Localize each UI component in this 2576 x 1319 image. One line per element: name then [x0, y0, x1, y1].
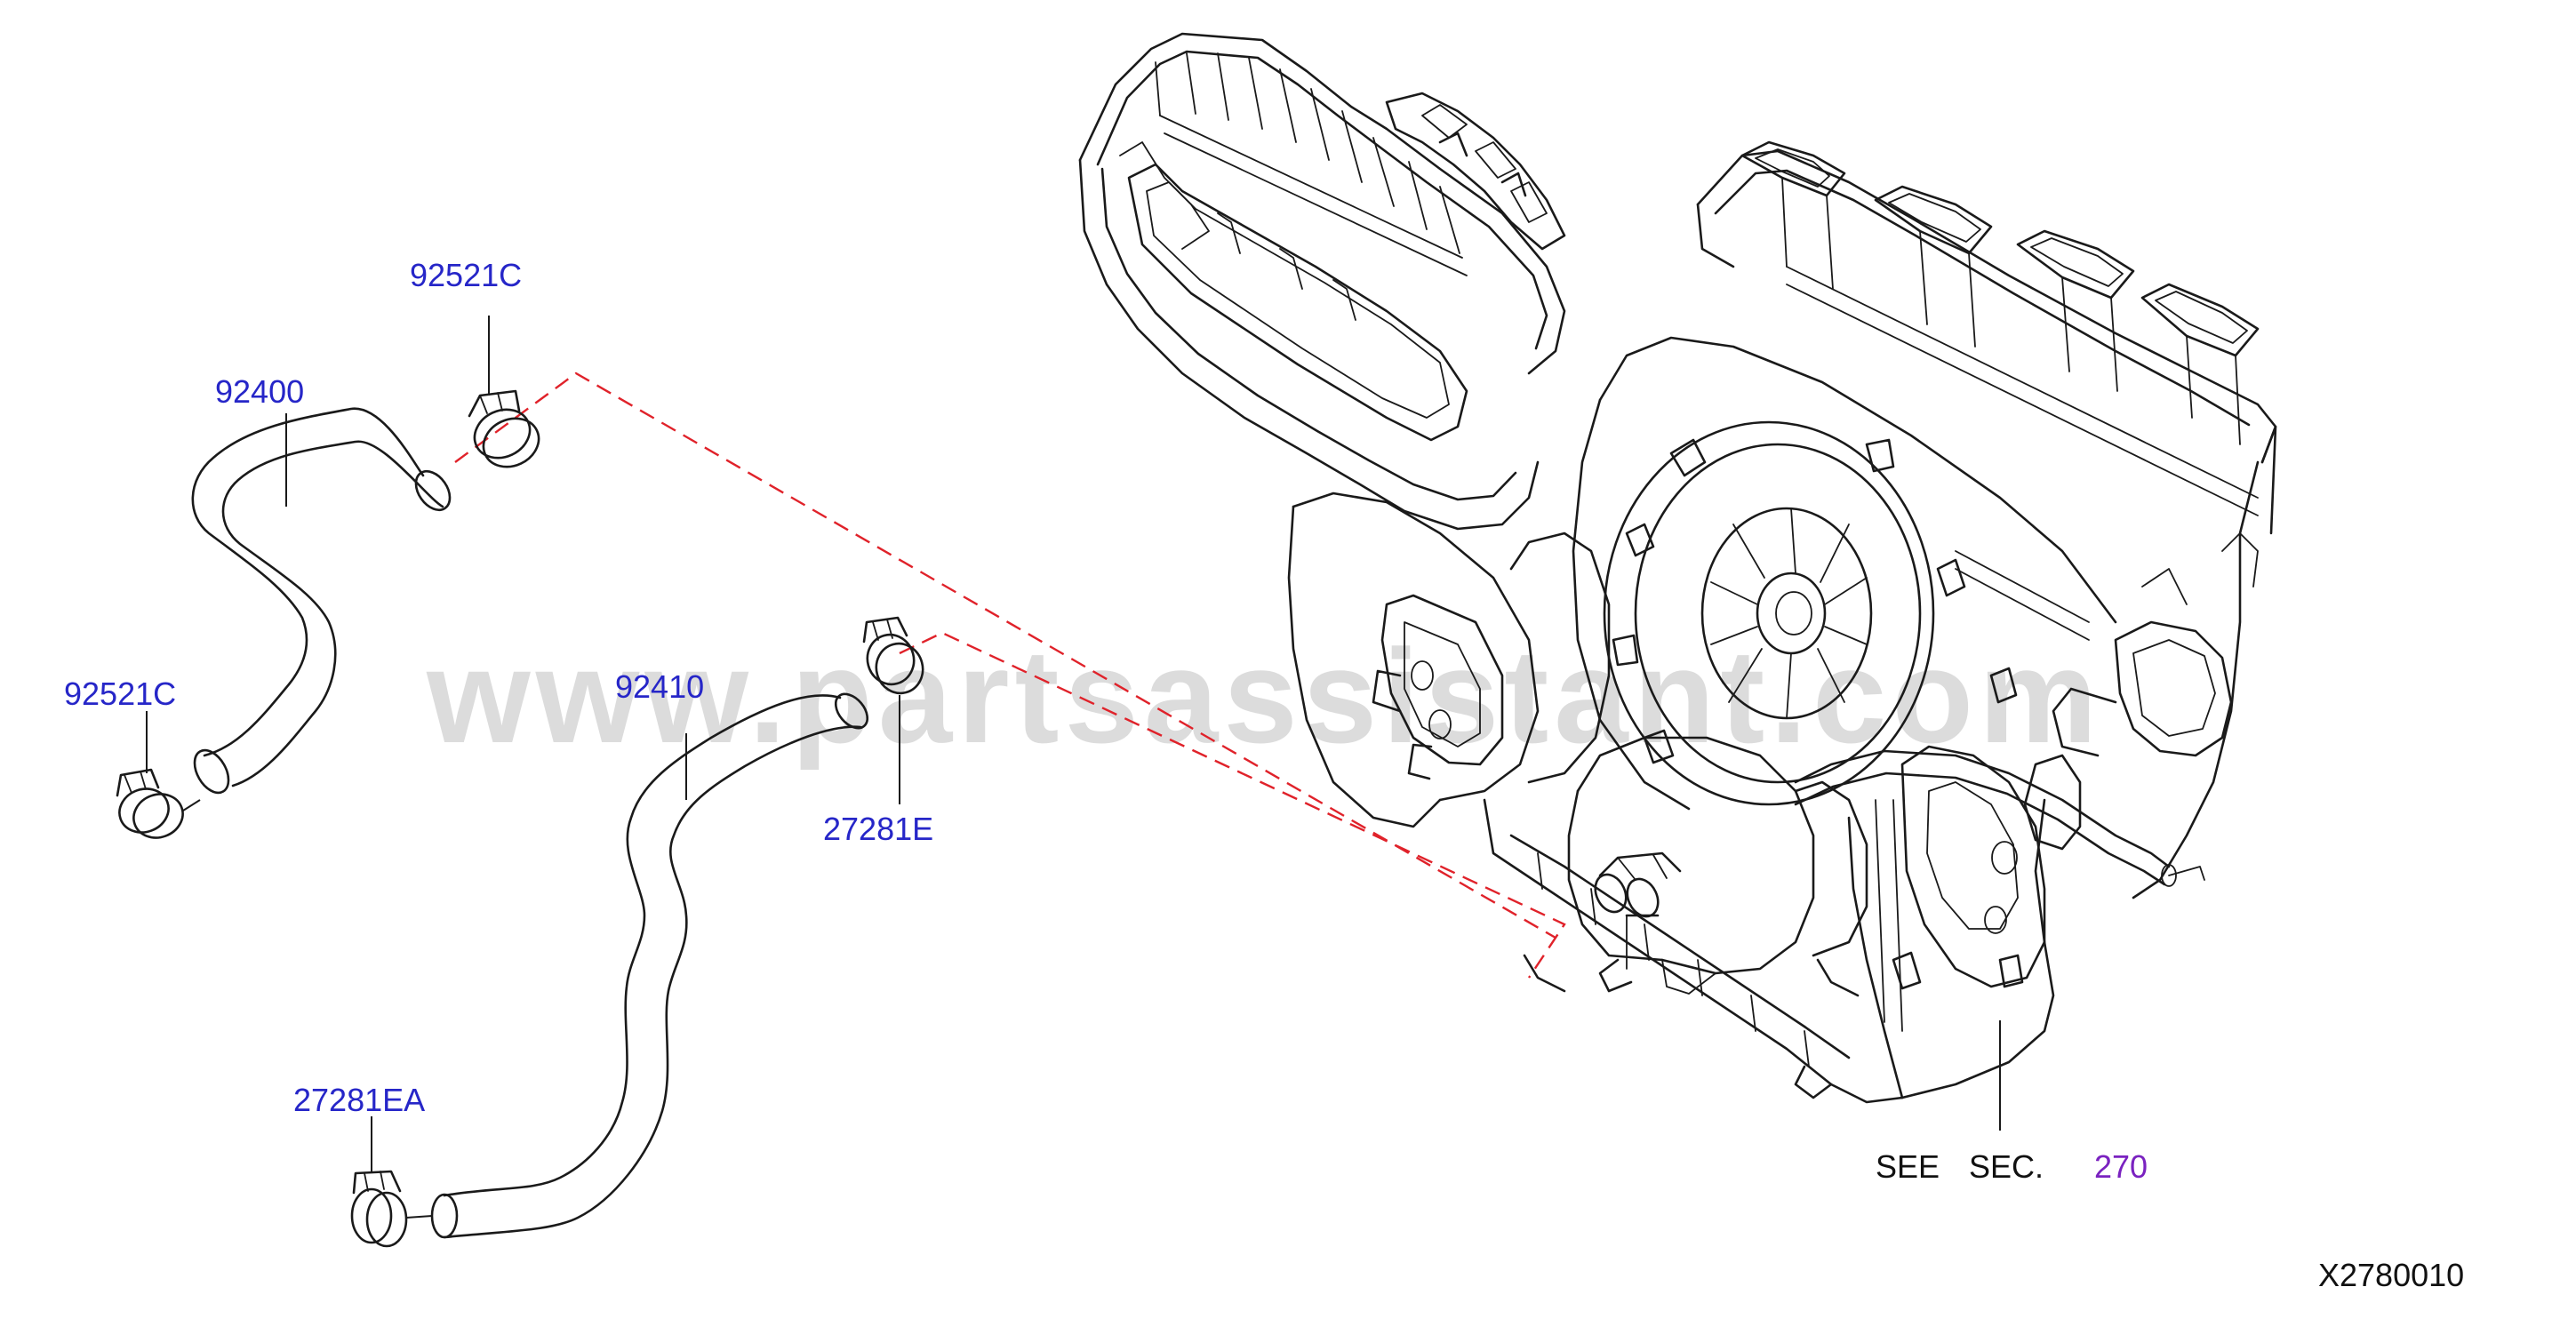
- watermark: www.partsassistant.com: [426, 621, 2102, 771]
- clamp-92521c-top: [468, 389, 540, 468]
- sec-label: SEC.: [1969, 1148, 2044, 1185]
- connector-hose-92400-to-core: [454, 372, 1556, 939]
- dashed-connector-lines: [454, 372, 1566, 979]
- see-section-reference: SEE SEC. 270: [1876, 1148, 2148, 1185]
- figure-code: X2780010: [2318, 1257, 2464, 1293]
- hose-92400: [191, 407, 452, 795]
- callout-92400[interactable]: 92400: [215, 373, 304, 410]
- hose-92410: [430, 692, 869, 1239]
- callout-92521c-bottom[interactable]: 92521C: [64, 675, 176, 712]
- see-label: SEE: [1876, 1148, 1940, 1185]
- callout-92521c-top[interactable]: 92521C: [410, 257, 522, 293]
- callout-27281ea[interactable]: 27281EA: [293, 1082, 425, 1118]
- callout-92410[interactable]: 92410: [615, 668, 704, 705]
- callout-labels: 92521C 92400 92521C 92410 27281E 27281EA: [64, 257, 933, 1118]
- clamp-27281ea: [350, 1170, 433, 1248]
- section-270-link[interactable]: 270: [2094, 1148, 2148, 1185]
- callout-27281e[interactable]: 27281E: [823, 811, 933, 847]
- leader-lines: [146, 316, 2001, 1173]
- clamp-27281e: [862, 616, 924, 695]
- heater-unit-assembly: [1078, 32, 2277, 1104]
- clamp-92521c-bottom: [116, 768, 201, 839]
